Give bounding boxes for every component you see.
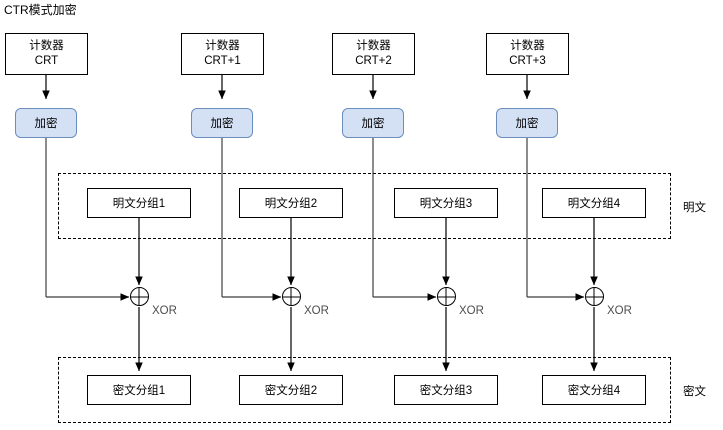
counter-box-1-line2: CRT <box>34 55 59 67</box>
plaintext-block-1[interactable]: 明文分组1 <box>87 188 191 218</box>
plaintext-group-label: 明文 <box>683 202 706 214</box>
xor-node-2-label: XOR <box>304 305 329 317</box>
counter-box-3-line2: CRT+2 <box>355 55 392 67</box>
counter-box-1[interactable]: 计数器 CRT <box>5 33 88 75</box>
plaintext-block-4[interactable]: 明文分组4 <box>542 188 646 218</box>
ciphertext-block-4-label: 密文分组4 <box>567 385 621 397</box>
counter-box-2-line1: 计数器 <box>205 40 240 52</box>
ciphertext-block-3-label: 密文分组3 <box>419 385 473 397</box>
xor-node-3[interactable] <box>436 287 456 306</box>
ciphertext-block-1[interactable]: 密文分组1 <box>87 375 191 405</box>
counter-box-2-line2: CRT+1 <box>204 55 241 67</box>
plaintext-block-1-label: 明文分组1 <box>112 198 166 210</box>
plaintext-block-4-label: 明文分组4 <box>567 198 621 210</box>
plaintext-block-3[interactable]: 明文分组3 <box>394 188 498 218</box>
encrypt-box-3-label: 加密 <box>361 118 385 130</box>
ciphertext-block-2-label: 密文分组2 <box>264 385 318 397</box>
xor-node-2[interactable] <box>281 287 301 306</box>
counter-box-3[interactable]: 计数器 CRT+2 <box>332 33 415 75</box>
counter-box-1-line1: 计数器 <box>29 40 64 52</box>
counter-box-3-line1: 计数器 <box>356 40 391 52</box>
counter-box-4-line2: CRT+3 <box>509 55 546 67</box>
encrypt-box-4-label: 加密 <box>515 118 539 130</box>
encrypt-box-2-label: 加密 <box>210 118 234 130</box>
ciphertext-block-4[interactable]: 密文分组4 <box>542 375 646 405</box>
xor-node-1-label: XOR <box>152 305 177 317</box>
plaintext-group-boundary <box>58 173 671 239</box>
page-title: CTR模式加密 <box>4 3 77 17</box>
plaintext-block-3-label: 明文分组3 <box>419 198 473 210</box>
encrypt-box-4[interactable]: 加密 <box>496 108 558 138</box>
encrypt-box-1-label: 加密 <box>34 118 58 130</box>
xor-node-4-label: XOR <box>607 305 632 317</box>
xor-node-4[interactable] <box>584 287 604 306</box>
xor-node-1[interactable] <box>129 287 149 306</box>
ciphertext-group-label: 密文 <box>683 386 706 398</box>
counter-box-4-line1: 计数器 <box>510 40 545 52</box>
encrypt-box-2[interactable]: 加密 <box>191 108 253 138</box>
encrypt-box-1[interactable]: 加密 <box>15 108 77 138</box>
plaintext-block-2-label: 明文分组2 <box>264 198 318 210</box>
xor-node-3-label: XOR <box>459 305 484 317</box>
counter-box-2[interactable]: 计数器 CRT+1 <box>181 33 264 75</box>
ciphertext-block-1-label: 密文分组1 <box>112 385 166 397</box>
counter-box-4[interactable]: 计数器 CRT+3 <box>486 33 569 75</box>
ciphertext-block-2[interactable]: 密文分组2 <box>239 375 343 405</box>
ciphertext-group-boundary <box>58 357 671 423</box>
plaintext-block-2[interactable]: 明文分组2 <box>239 188 343 218</box>
encrypt-box-3[interactable]: 加密 <box>342 108 404 138</box>
ciphertext-block-3[interactable]: 密文分组3 <box>394 375 498 405</box>
